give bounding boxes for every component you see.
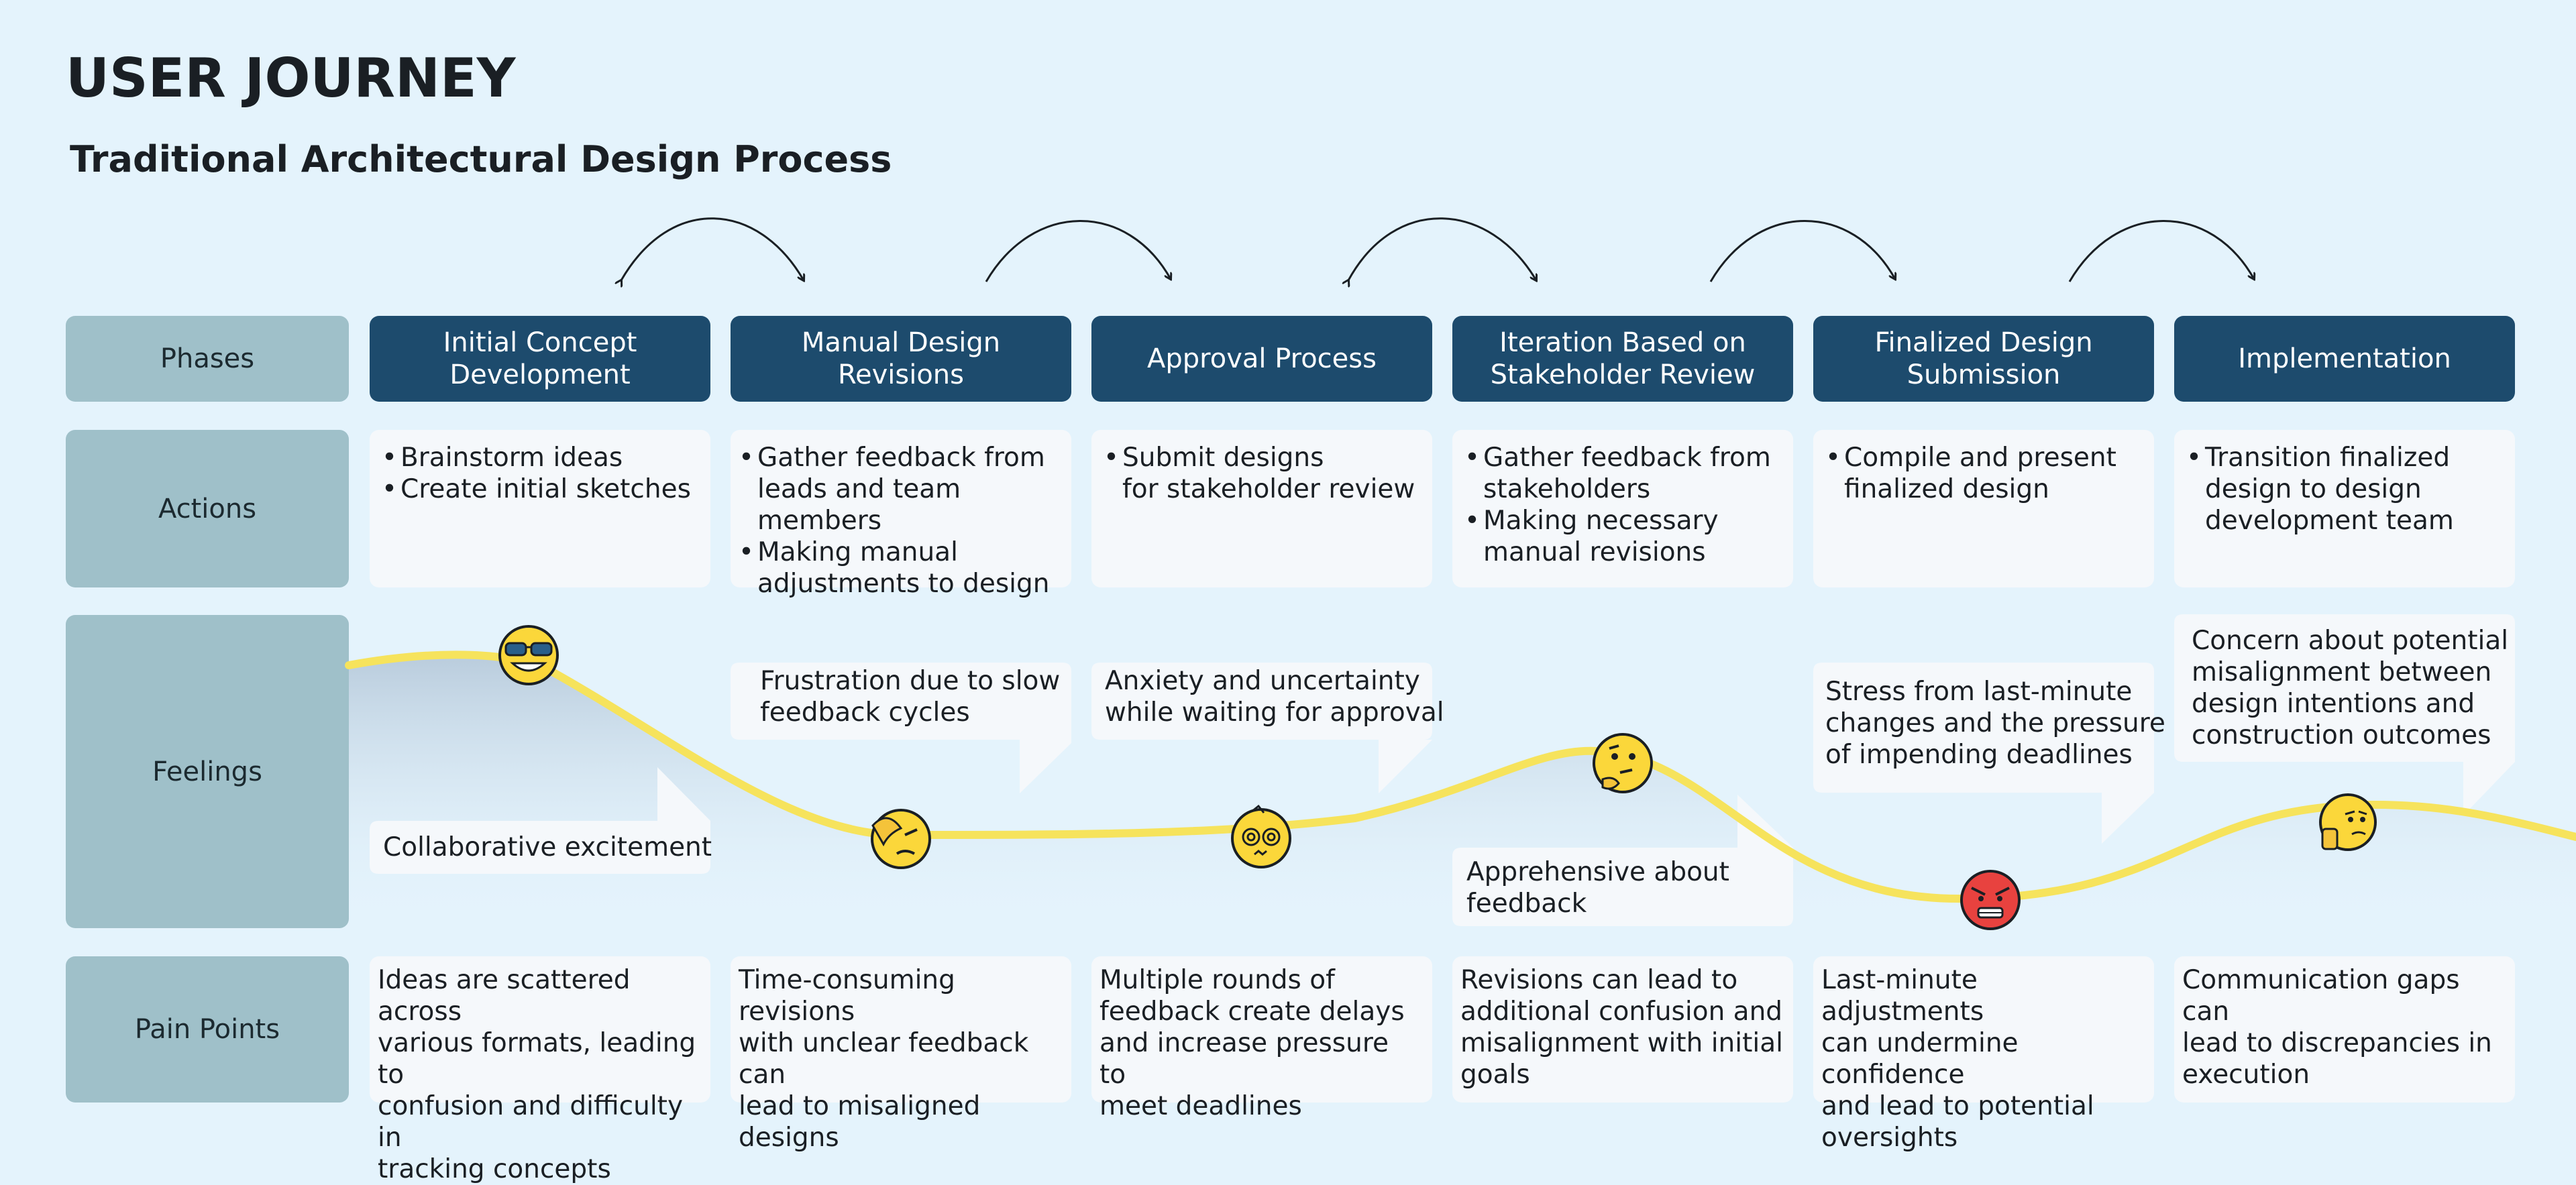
row-label-actions: Actions bbox=[66, 430, 349, 587]
feeling-text: Apprehensive about feedback bbox=[1466, 857, 1729, 919]
emotion-line bbox=[345, 651, 2576, 903]
pain-point-card: Time-consuming revisions with unclear fe… bbox=[731, 956, 1071, 1153]
thumbs-down-face-icon bbox=[2319, 793, 2377, 851]
feeling-bubble-shape-4 bbox=[1452, 795, 1793, 926]
actions-card: Brainstorm ideas Create initial sketches bbox=[370, 430, 710, 587]
action-item: Create initial sketches bbox=[378, 473, 705, 505]
feeling-text: Collaborative excitement bbox=[383, 832, 712, 862]
feeling-text: Frustration due to slow feedback cycles bbox=[760, 666, 1061, 728]
bidirectional-arrow-1 bbox=[621, 217, 804, 280]
pain-point-card: Last-minute adjustments can undermine co… bbox=[1813, 956, 2154, 1153]
phase-header: Manual Design Revisions bbox=[731, 316, 1071, 402]
feeling-text: Concern about potential misalignment bet… bbox=[2192, 626, 2509, 750]
feeling-text: Stress from last-minute changes and the … bbox=[1825, 677, 2165, 770]
bidirectional-arrow-3 bbox=[1348, 217, 1536, 280]
feeling-bubble-shape-3 bbox=[1091, 663, 1432, 793]
row-label-feelings: Feelings bbox=[66, 615, 349, 928]
pain-point-card: Multiple rounds of feedback create delay… bbox=[1091, 956, 1432, 1121]
actions-card: Compile and present finalized design bbox=[1813, 430, 2154, 587]
pain-point-card: Revisions can lead to additional confusi… bbox=[1452, 956, 1793, 1103]
phase-header: Finalized Design Submission bbox=[1813, 316, 2154, 402]
action-item: Making necessary manual revisions bbox=[1460, 505, 1788, 568]
cool-sunglasses-face-icon bbox=[498, 625, 559, 685]
forward-arrow-2 bbox=[985, 220, 1171, 282]
angry-face-icon bbox=[1960, 870, 2021, 930]
actions-card: Gather feedback from leads and team memb… bbox=[731, 430, 1071, 599]
forward-arrow-4 bbox=[1709, 220, 1895, 282]
action-item: Submit designs for stakeholder review bbox=[1099, 442, 1427, 505]
actions-card: Transition finalized design to design de… bbox=[2174, 430, 2515, 587]
feeling-bubble-shape-5 bbox=[1813, 663, 2154, 844]
action-item: Compile and present finalized design bbox=[1821, 442, 2149, 505]
page-subtitle: Traditional Architectural Design Process bbox=[70, 138, 892, 180]
feeling-text: Anxiety and uncertainty while waiting fo… bbox=[1105, 666, 1444, 728]
row-label-pain-points: Pain Points bbox=[66, 956, 349, 1103]
page-title: USER JOURNEY bbox=[66, 47, 516, 109]
pain-point-card: Ideas are scattered across various forma… bbox=[370, 956, 710, 1184]
forward-arrow-5 bbox=[2068, 220, 2254, 282]
action-item: Making manual adjustments to design bbox=[735, 537, 1069, 600]
feeling-bubble-shape-1 bbox=[370, 767, 710, 874]
phase-header: Implementation bbox=[2174, 316, 2515, 402]
actions-card: Gather feedback from stakeholders Making… bbox=[1452, 430, 1793, 587]
phase-header: Initial Concept Development bbox=[370, 316, 710, 402]
pain-point-card: Communication gaps can lead to discrepan… bbox=[2174, 956, 2515, 1103]
dizzy-face-icon bbox=[1231, 804, 1291, 868]
action-item: Transition finalized design to design de… bbox=[2182, 442, 2510, 537]
row-label-phases: Phases bbox=[66, 316, 349, 402]
action-item: Gather feedback from stakeholders bbox=[1460, 442, 1788, 505]
action-item: Brainstorm ideas bbox=[378, 442, 705, 473]
facepalm-face-icon bbox=[871, 809, 931, 869]
phase-header: Approval Process bbox=[1091, 316, 1432, 402]
action-item: Gather feedback from leads and team memb… bbox=[735, 442, 1069, 537]
actions-card: Submit designs for stakeholder review bbox=[1091, 430, 1432, 587]
thinking-face-icon bbox=[1593, 733, 1653, 793]
feeling-bubble-shape-2 bbox=[731, 663, 1071, 793]
phase-header: Iteration Based on Stakeholder Review bbox=[1452, 316, 1793, 402]
feeling-bubble-shape-6 bbox=[2174, 614, 2515, 815]
